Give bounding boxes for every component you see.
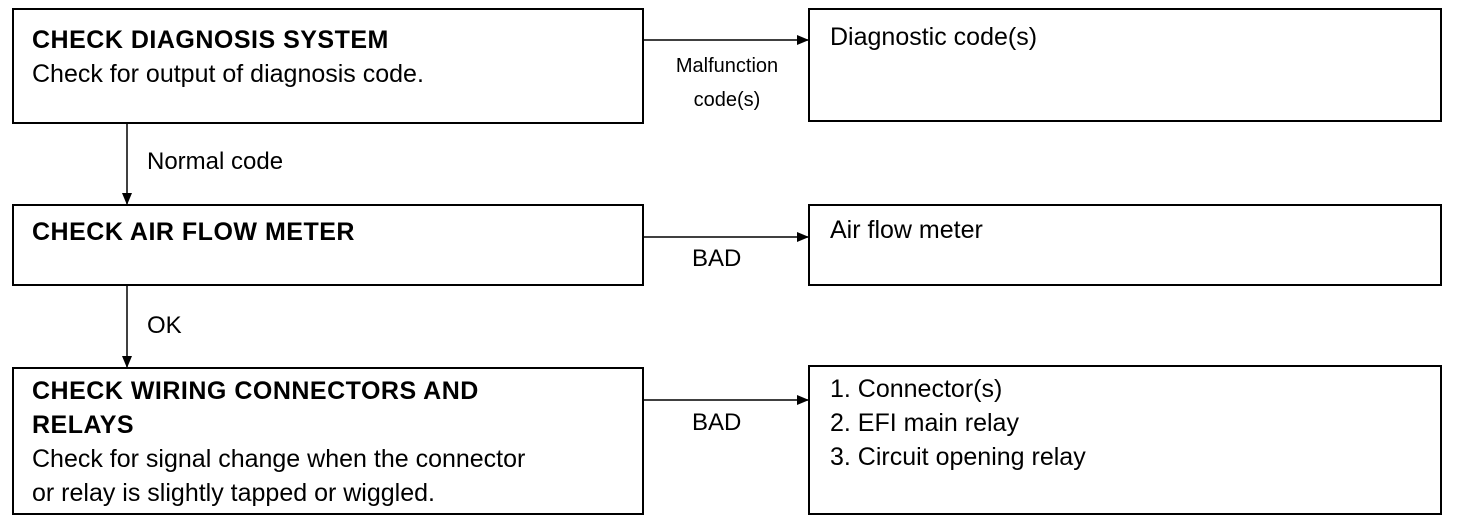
result-line: Diagnostic code(s)	[830, 23, 1038, 51]
step-check-wiring-connectors: CHECK WIRING CONNECTORS AND RELAYS Check…	[12, 367, 644, 515]
result-line: 1. Connector(s)	[830, 375, 1003, 403]
result-connectors-relays: 1. Connector(s) 2. EFI main relay 3. Cir…	[808, 365, 1442, 515]
label-ok: OK	[147, 312, 182, 339]
label-malfunction-line2: code(s)	[693, 89, 761, 111]
step-check-air-flow-meter: CHECK AIR FLOW METER	[12, 204, 644, 286]
step-title: CHECK DIAGNOSIS SYSTEM	[32, 26, 389, 54]
result-air-flow-meter: Air flow meter	[808, 204, 1442, 286]
result-line: Air flow meter	[830, 216, 983, 244]
result-line: 3. Circuit opening relay	[830, 443, 1086, 471]
label-bad-step3: BAD	[692, 409, 742, 436]
step-check-diagnosis-system: CHECK DIAGNOSIS SYSTEM Check for output …	[12, 8, 644, 124]
step-title-line1: CHECK WIRING CONNECTORS AND	[32, 377, 479, 405]
step-title-line2: RELAYS	[32, 411, 135, 439]
step-text-line1: Check for signal change when the connect…	[32, 445, 526, 473]
result-line: 2. EFI main relay	[830, 409, 1019, 437]
result-diagnostic-codes: Diagnostic code(s)	[808, 8, 1442, 122]
step-title: CHECK AIR FLOW METER	[32, 218, 355, 246]
label-malfunction-line1: Malfunction	[675, 55, 779, 77]
step-text: Check for output of diagnosis code.	[32, 60, 424, 88]
label-normal-code: Normal code	[147, 148, 284, 175]
label-malfunction-codes: Malfunction code(s)	[652, 49, 802, 117]
label-bad-step2: BAD	[692, 245, 742, 272]
step-text-line2: or relay is slightly tapped or wiggled.	[32, 479, 435, 507]
